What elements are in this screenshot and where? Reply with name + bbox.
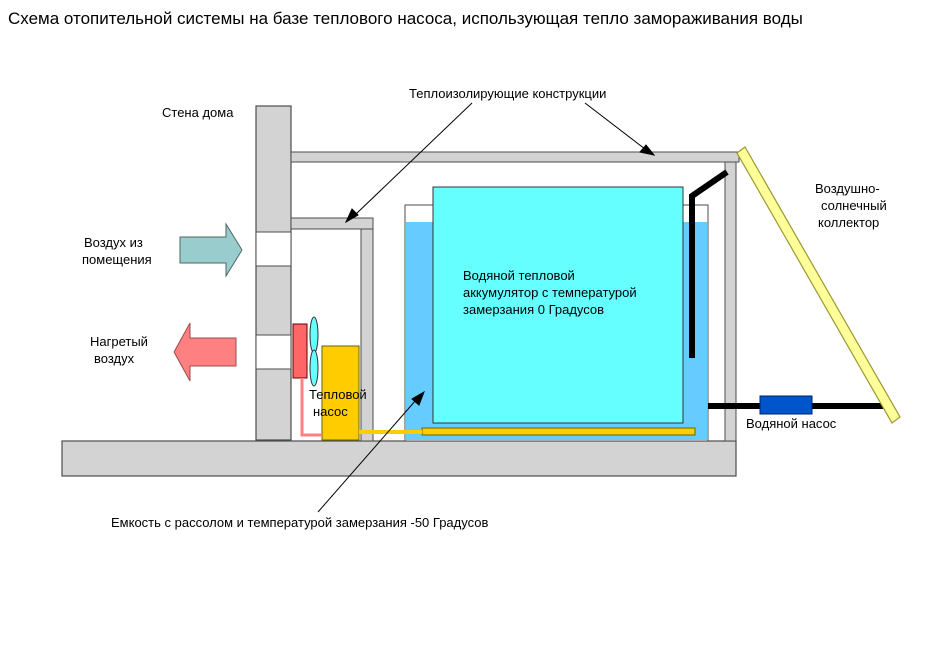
brine-heat-exchanger (421, 427, 696, 436)
air-outlet-opening (255, 334, 292, 370)
label-collector-3: коллектор (818, 215, 879, 230)
inner-insulation-post (360, 228, 374, 442)
label-air-in-1: Воздух из (84, 235, 143, 250)
condenser (292, 323, 308, 379)
label-heated-air-2: воздух (94, 351, 135, 366)
label-heated-air-1: Нагретый (90, 334, 148, 349)
heat-pump (321, 345, 360, 441)
leader-lines (317, 102, 656, 513)
top-insulation-beam (290, 151, 740, 163)
water-pump (759, 395, 813, 415)
label-insulation: Теплоизолирующие конструкции (409, 86, 606, 101)
label-accumulator-2: аккумулятор с температурой (463, 285, 637, 300)
label-accumulator-3: замерзания 0 Градусов (463, 302, 604, 317)
label-heat-pump-1: Тепловой (309, 387, 367, 402)
inner-insulation-top (290, 217, 374, 230)
label-collector-2: солнечный (821, 198, 887, 213)
right-insulation-post (724, 161, 737, 442)
label-house-wall: Стена дома (162, 105, 234, 120)
label-accumulator-1: Водяной тепловой (463, 268, 575, 283)
label-water-pump: Водяной насос (746, 416, 837, 431)
label-collector-1: Воздушно- (815, 181, 880, 196)
refrigerant-pipe (300, 378, 322, 437)
label-heat-pump-2: насос (313, 404, 348, 419)
air-in-arrow-icon (179, 222, 243, 278)
label-brine-tank: Емкость с рассолом и температурой замерз… (111, 515, 488, 530)
water-pipe-up (689, 169, 729, 358)
house-wall (255, 105, 292, 441)
diagram-title: Схема отопительной системы на базе тепло… (8, 9, 803, 28)
air-solar-collector (736, 146, 901, 424)
label-air-in-2: помещения (82, 252, 152, 267)
heated-air-arrow-icon (173, 322, 237, 382)
foundation-slab (61, 440, 737, 477)
fan-icon (309, 316, 319, 387)
water-accumulator (432, 186, 684, 424)
air-intake-opening (255, 231, 292, 267)
